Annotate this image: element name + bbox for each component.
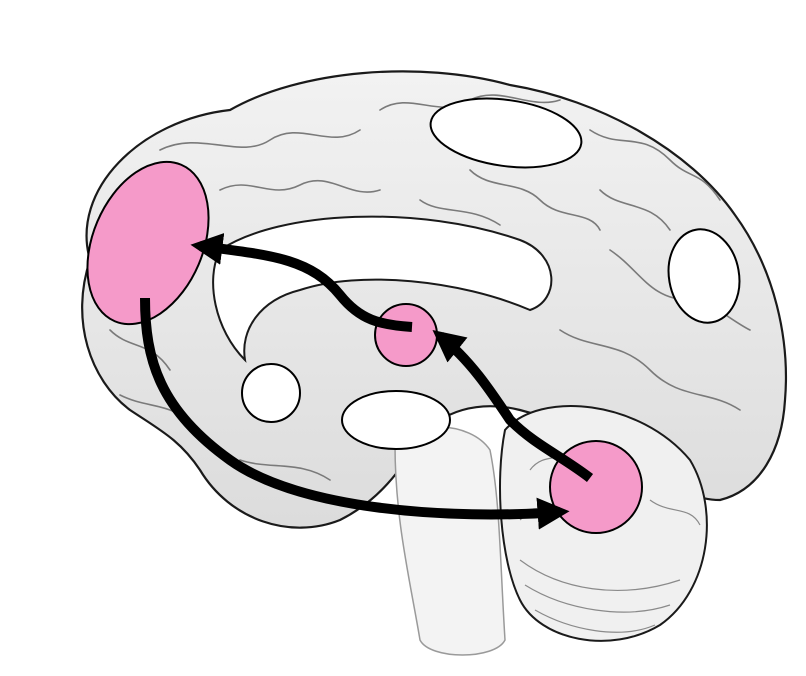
corpus-callosum bbox=[212, 215, 553, 363]
blank-region-parietal-occipital bbox=[667, 228, 741, 324]
arrow-cerebellum-to-thalamus bbox=[432, 330, 594, 482]
blank-region-orbitofrontal bbox=[241, 363, 301, 423]
blank-region-hypothalamus bbox=[341, 390, 451, 450]
brainstem bbox=[394, 426, 506, 656]
blank-region-motor-cortex bbox=[429, 97, 583, 169]
gyri-texture bbox=[109, 94, 751, 481]
arrow-thalamus-to-prefrontal bbox=[190, 232, 413, 332]
highlight-thalamus bbox=[374, 303, 438, 367]
arrow-prefrontal-to-cerebellum bbox=[140, 297, 570, 530]
